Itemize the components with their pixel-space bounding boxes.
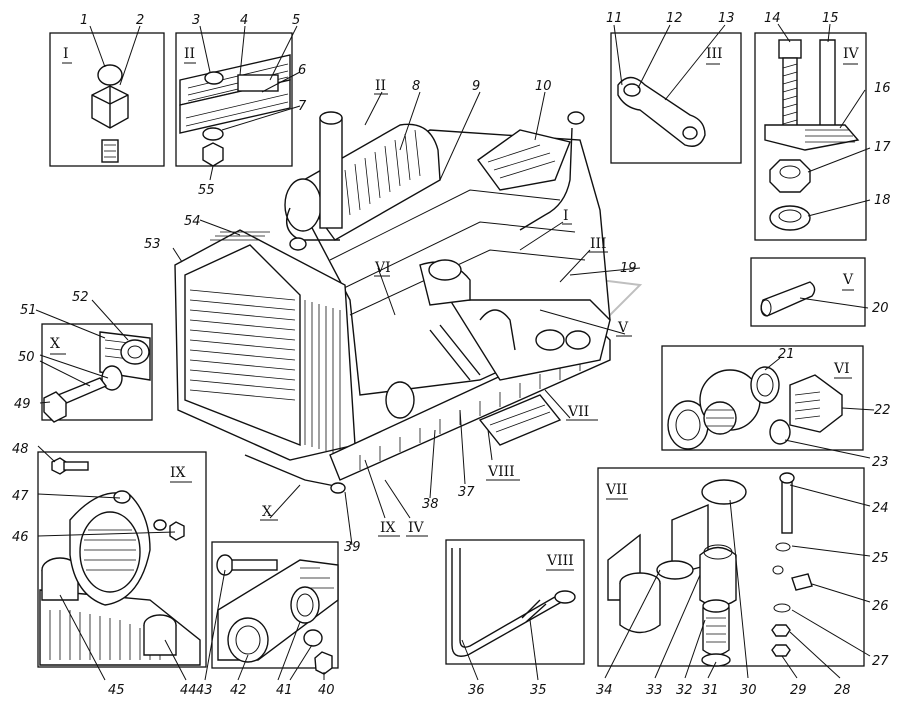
part-number-55: 55 [198,183,215,198]
main-label-III: III [590,236,607,252]
part-number-37: 37 [458,485,475,500]
part-number-18: 18 [874,193,891,208]
part-number-54: 54 [184,214,201,229]
part-number-6: 6 [298,63,306,78]
panel-label-I: I [63,46,69,62]
part-number-31: 31 [702,683,719,698]
panel-label-IV: IV [843,46,860,62]
part-number-10: 10 [535,79,552,94]
part-number-14: 14 [764,11,781,26]
part-number-24: 24 [872,501,889,516]
part-number-17: 17 [874,140,891,155]
main-label-IV: IV [408,520,425,536]
panel-IV: IV 14 15 16 17 18 [754,11,891,241]
panel-IX: IX 48 47 46 45 44 [12,442,207,698]
part-number-26: 26 [872,599,889,614]
part-number-2: 2 [136,13,144,28]
panel-label-X: X [50,336,60,352]
part-number-22: 22 [874,403,891,418]
main-label-X: X [262,504,272,520]
part-number-23: 23 [872,455,889,470]
part-number-27: 27 [872,654,889,669]
part-number-33: 33 [646,683,663,698]
part-number-41: 41 [276,683,293,698]
part-number-29: 29 [790,683,807,698]
part-number-21: 21 [778,347,795,362]
part-number-15: 15 [822,11,839,26]
part-number-36: 36 [468,683,485,698]
panel-VII: VII 24 25 26 27 28 29 [596,467,889,698]
part-number-7: 7 [298,99,307,114]
part-number-40: 40 [318,683,335,698]
main-label-II: II [375,78,386,94]
main-label-IX: IX [380,520,396,536]
main-label-VII: VII [567,404,589,420]
panel-VIII: VIII 36 35 [445,539,585,698]
panel-V: V 20 [750,257,889,327]
part-number-46: 46 [12,530,29,545]
part-number-35: 35 [530,683,547,698]
part-number-48: 48 [12,442,29,457]
part-number-34: 34 [596,683,613,698]
part-number-47: 47 [12,489,29,504]
panel-hose-clamp: 43 42 41 40 [196,541,339,698]
part-number-12: 12 [666,11,683,26]
panel-label-VII: VII [605,482,627,498]
panel-I: I 1 2 [49,13,165,167]
part-number-5: 5 [292,13,300,28]
panel-label-II: II [184,46,195,62]
part-number-20: 20 [872,301,889,316]
panel-label-V: V [842,272,854,288]
part-number-51: 51 [20,303,37,318]
panel-II: II 3 4 5 6 7 55 [175,13,307,198]
panel-X: X 51 52 50 49 [14,290,153,423]
part-number-42: 42 [230,683,247,698]
part-number-50: 50 [18,350,35,365]
panel-III: III 11 12 13 [606,11,742,164]
main-label-V: V [617,320,629,336]
part-number-11: 11 [606,11,623,26]
part-number-3: 3 [192,13,200,28]
part-number-44: 44 [180,683,197,698]
part-number-52: 52 [72,290,89,305]
part-number-28: 28 [834,683,851,698]
part-number-4: 4 [240,13,248,28]
part-number-16: 16 [874,81,891,96]
part-number-1: 1 [80,13,88,28]
part-number-8: 8 [412,79,420,94]
part-number-25: 25 [872,551,889,566]
part-number-43: 43 [196,683,213,698]
part-number-39: 39 [344,540,361,555]
main-label-VIII: VIII [487,464,515,480]
part-number-45: 45 [108,683,125,698]
part-number-49: 49 [14,397,31,412]
part-number-38: 38 [422,497,439,512]
panel-label-IX: IX [170,465,186,481]
part-number-9: 9 [472,79,480,94]
main-assembly: 8 9 10 54 53 19 38 37 39 II VI I III V V… [144,78,641,555]
main-label-VI: VI [374,260,391,276]
part-number-19: 19 [620,261,637,276]
panel-VI: VI 21 22 23 [661,345,891,470]
part-number-30: 30 [740,683,757,698]
panel-label-VIII: VIII [546,553,574,569]
part-number-53: 53 [144,237,161,252]
panel-label-VI: VI [833,361,850,377]
main-label-I: I [563,208,569,224]
part-number-13: 13 [718,11,735,26]
panel-label-III: III [706,46,723,62]
part-number-32: 32 [676,683,693,698]
